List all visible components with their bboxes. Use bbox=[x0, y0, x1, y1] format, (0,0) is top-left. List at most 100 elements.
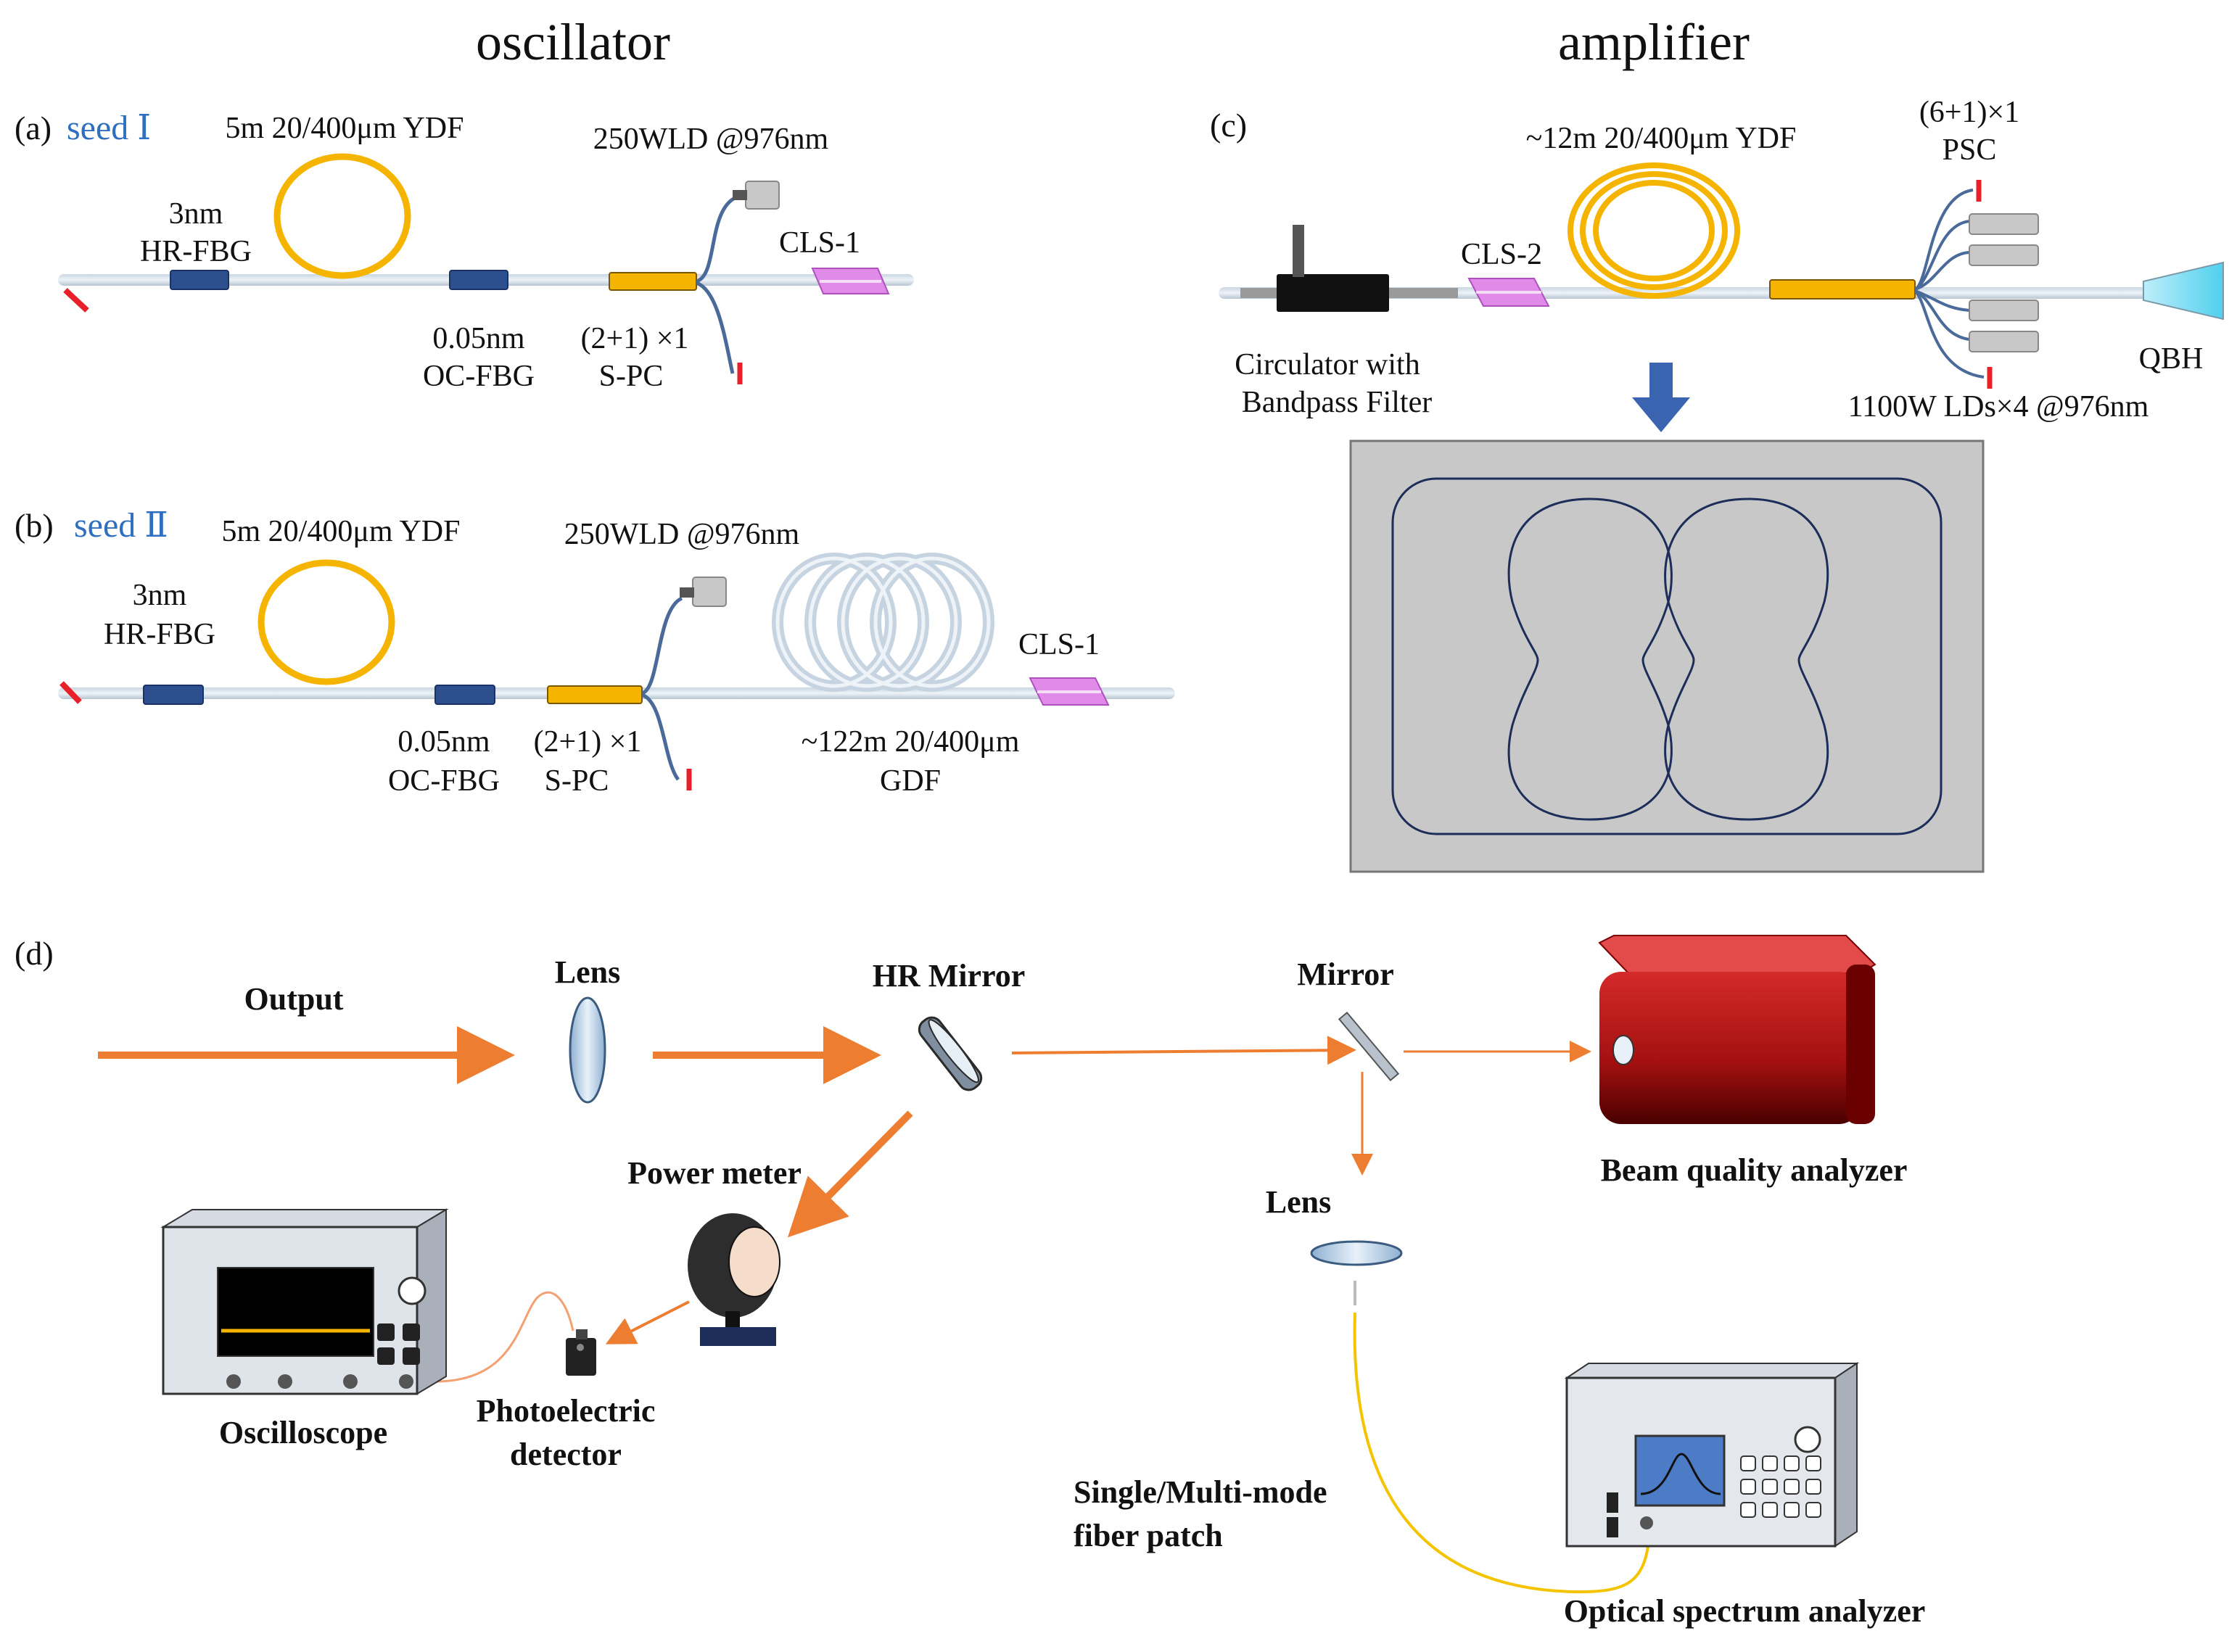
psc-config: (6+1)×1 bbox=[1919, 96, 2019, 129]
hr-fbg-a-name: HR-FBG bbox=[140, 235, 252, 268]
lens-2 bbox=[1310, 1240, 1403, 1266]
spc-b-config: (2+1) ×1 bbox=[534, 725, 642, 759]
coil-lobe-right bbox=[1664, 497, 1829, 821]
panel-b-label: (b) bbox=[15, 507, 54, 544]
ydf-b-label: 5m 20/400μm YDF bbox=[222, 515, 461, 548]
coil-plate-outline bbox=[1391, 477, 1943, 835]
pump-lead-top-a bbox=[695, 195, 738, 284]
cls1-a-label: CLS-1 bbox=[779, 226, 860, 260]
fiber-end-cleave-a bbox=[63, 288, 89, 313]
ydf-coil-c bbox=[1567, 162, 1740, 299]
beam-to-detector bbox=[605, 1300, 690, 1345]
pump-ld-a-connector bbox=[733, 190, 747, 200]
power-meter-label: Power meter bbox=[627, 1155, 802, 1191]
hr-fbg-b-spec: 3nm bbox=[133, 579, 187, 612]
spc-a-config: (2+1) ×1 bbox=[581, 322, 689, 355]
oscilloscope-label: Oscilloscope bbox=[219, 1415, 387, 1450]
panel-c-label: (c) bbox=[1210, 107, 1247, 144]
title-oscillator: oscillator bbox=[476, 13, 670, 71]
psc-name: PSC bbox=[1943, 133, 1997, 167]
hr-mirror-label: HR Mirror bbox=[873, 958, 1026, 994]
zoom-arrow-shaft bbox=[1649, 363, 1673, 399]
panel-b: (b) seed Ⅱ 3nm HR-FBG 5m 20/400μm YDF 0.… bbox=[15, 506, 1175, 798]
zoom-arrow-head bbox=[1632, 397, 1690, 432]
oc-fbg-b bbox=[434, 685, 495, 705]
beam-to-mirror bbox=[1011, 1036, 1356, 1065]
panel-a-label: (a) bbox=[15, 110, 52, 146]
pump-lead-bottom-a bbox=[695, 281, 735, 374]
oc-fbg-a-name: OC-FBG bbox=[423, 360, 535, 393]
oc-fbg-a-spec: 0.05nm bbox=[432, 322, 525, 355]
pump-lead-top-b bbox=[640, 596, 683, 695]
panel-a: (a) seed Ⅰ 3nm HR-FBG 5m 20/400μm YDF 0.… bbox=[15, 109, 914, 393]
pump-lds-label: 1100W LDs×4 @976nm bbox=[1848, 390, 2149, 424]
title-amplifier: amplifier bbox=[1558, 13, 1750, 71]
qbh-label: QBH bbox=[2139, 342, 2204, 376]
circulator bbox=[1277, 274, 1389, 312]
hr-fbg-a-spec: 3nm bbox=[169, 197, 223, 231]
oscilloscope bbox=[160, 1208, 449, 1395]
coil-lobe-left bbox=[1507, 497, 1673, 821]
circulator-label-2: Bandpass Filter bbox=[1242, 386, 1432, 419]
osa-label: Optical spectrum analyzer bbox=[1564, 1593, 1926, 1629]
panel-b-seed-title: seed Ⅱ bbox=[74, 506, 168, 545]
circulator-port bbox=[1293, 225, 1304, 277]
beam-to-power-meter bbox=[787, 1110, 913, 1238]
wld-b-label: 250WLD @976nm bbox=[564, 518, 800, 551]
gdf-spec: ~122m 20/400μm bbox=[802, 725, 1020, 759]
circulator-label-1: Circulator with bbox=[1235, 348, 1420, 381]
pump-ld-b bbox=[692, 577, 727, 607]
panel-d: (d) Output Lens HR Mirror Mirror Beam qu… bbox=[15, 935, 1925, 1629]
mirror-label: Mirror bbox=[1297, 957, 1394, 992]
beam-quality-analyzer-label: Beam quality analyzer bbox=[1601, 1152, 1908, 1188]
cls1-b-label: CLS-1 bbox=[1018, 628, 1100, 661]
fiber-end-cleave-b bbox=[59, 681, 82, 704]
panel-a-seed-title: seed Ⅰ bbox=[67, 109, 151, 147]
detector-label-2: detector bbox=[510, 1437, 622, 1472]
hr-fbg-a bbox=[170, 270, 229, 290]
power-meter bbox=[688, 1213, 780, 1346]
lens-1-label: Lens bbox=[555, 954, 620, 990]
ydf-coil-b bbox=[258, 559, 395, 685]
spc-a bbox=[609, 272, 697, 291]
hr-fbg-b-name: HR-FBG bbox=[104, 618, 215, 651]
ydf-coil-a bbox=[273, 153, 411, 279]
lens-1 bbox=[569, 996, 606, 1104]
spc-a-name: S-PC bbox=[599, 360, 664, 393]
oc-fbg-b-name: OC-FBG bbox=[388, 764, 500, 798]
spc-b bbox=[547, 685, 643, 704]
output-label: Output bbox=[244, 981, 344, 1017]
fiber-line-c bbox=[1219, 287, 2220, 299]
oc-fbg-b-spec: 0.05nm bbox=[397, 725, 490, 759]
panel-c: (c) Circulator with Bandpass Filter CLS-… bbox=[1210, 96, 2224, 873]
coil-layout-inset bbox=[1349, 439, 1985, 873]
hr-mirror bbox=[918, 1016, 983, 1091]
photoelectric-detector bbox=[566, 1329, 596, 1376]
fiber-patch-label-1: Single/Multi-mode bbox=[1074, 1474, 1327, 1510]
panel-d-label: (d) bbox=[15, 935, 54, 972]
oc-fbg-a bbox=[449, 270, 508, 290]
detector-cable bbox=[434, 1291, 574, 1383]
fiber-patch bbox=[1353, 1312, 1652, 1594]
beam-quality-analyzer bbox=[1598, 935, 1876, 1124]
fiber-patch-label-2: fiber patch bbox=[1074, 1518, 1223, 1553]
detector-label-1: Photoelectric bbox=[477, 1393, 656, 1429]
ydf-c-label: ~12m 20/400μm YDF bbox=[1526, 122, 1797, 155]
gdf-name: GDF bbox=[880, 764, 941, 798]
qbh bbox=[2143, 261, 2224, 321]
mirror bbox=[1338, 1011, 1400, 1082]
hr-fbg-b bbox=[143, 685, 204, 705]
pump-ld-a bbox=[745, 181, 780, 210]
optical-spectrum-analyzer bbox=[1564, 1362, 1860, 1548]
cls2-label: CLS-2 bbox=[1461, 238, 1542, 271]
lens-2-label: Lens bbox=[1266, 1184, 1331, 1220]
psc bbox=[1769, 279, 1916, 300]
wld-a-label: 250WLD @976nm bbox=[593, 123, 829, 156]
pump-lds-c bbox=[1969, 213, 2039, 352]
psc-pump-leads bbox=[1913, 189, 1985, 379]
pump-lead-bottom-b bbox=[640, 693, 680, 781]
ydf-a-label: 5m 20/400μm YDF bbox=[226, 112, 464, 145]
spc-b-name: S-PC bbox=[545, 764, 609, 798]
